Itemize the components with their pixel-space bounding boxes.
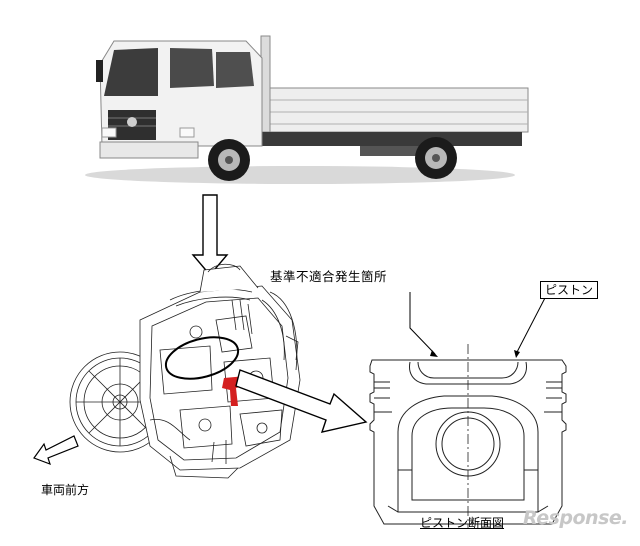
- windshield-left: [104, 48, 158, 96]
- mirror: [96, 60, 103, 82]
- defect-leader-line: [409, 292, 436, 355]
- watermark-mark: R: [523, 507, 537, 529]
- windshield-right: [170, 48, 214, 88]
- cargo-bed: [265, 87, 529, 133]
- front-wheel: [208, 139, 250, 181]
- watermark-logo: Response.: [523, 509, 628, 528]
- piston-leader-line: [515, 295, 547, 355]
- side-window: [216, 52, 254, 88]
- logo-emblem: [127, 117, 137, 127]
- front-direction-arrow: [33, 435, 79, 466]
- vehicle-front-label: 車両前方: [41, 483, 90, 497]
- engine-illustration: [69, 263, 301, 479]
- watermark-text: esponse.: [536, 507, 628, 529]
- fuel-tank: [360, 146, 420, 156]
- truck-illustration: [85, 35, 529, 184]
- defect-location-label: 基準不適合発生箇所: [270, 269, 388, 284]
- down-arrow: [191, 194, 229, 277]
- truck-shadow: [85, 166, 515, 184]
- piston-section-caption: ピストン断面図: [420, 516, 505, 530]
- chassis-frame: [236, 132, 522, 146]
- piston-leader-head: [514, 350, 520, 358]
- rear-wheel: [415, 137, 457, 179]
- piston-section: [369, 344, 567, 528]
- headlight: [179, 127, 195, 138]
- headlight: [101, 127, 117, 138]
- defect-ellipse: [164, 336, 240, 380]
- right-arrow: [235, 369, 368, 433]
- piston-label: ピストン: [540, 281, 599, 299]
- defect-leader-head: [430, 350, 438, 357]
- front-bumper: [99, 141, 199, 159]
